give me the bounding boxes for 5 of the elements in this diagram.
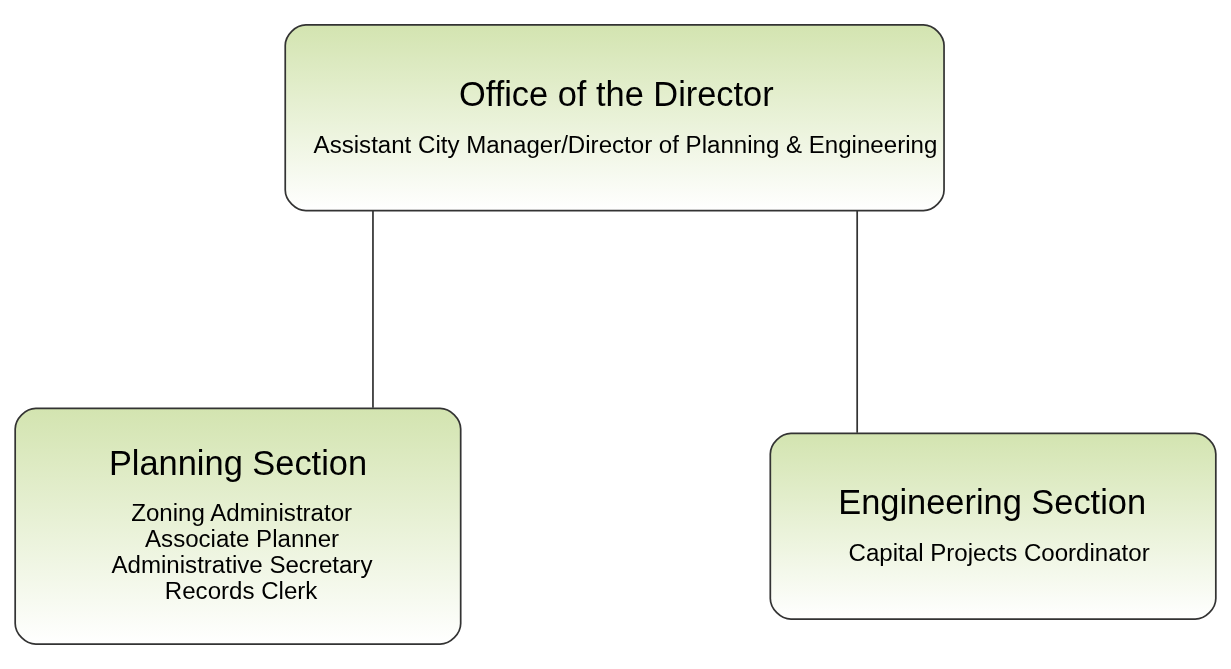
connector	[372, 210, 374, 409]
connector	[856, 210, 859, 434]
node-box: Planning Section Zoning Administrator Associate Planner Administrative Secretary Records Clerk	[14, 407, 462, 645]
node-box: Office of the Director Assistant City Manager/Director of Planning & Engineering	[284, 24, 945, 212]
node-box: Engineering Section Capital Projects Coordinator	[769, 432, 1217, 621]
